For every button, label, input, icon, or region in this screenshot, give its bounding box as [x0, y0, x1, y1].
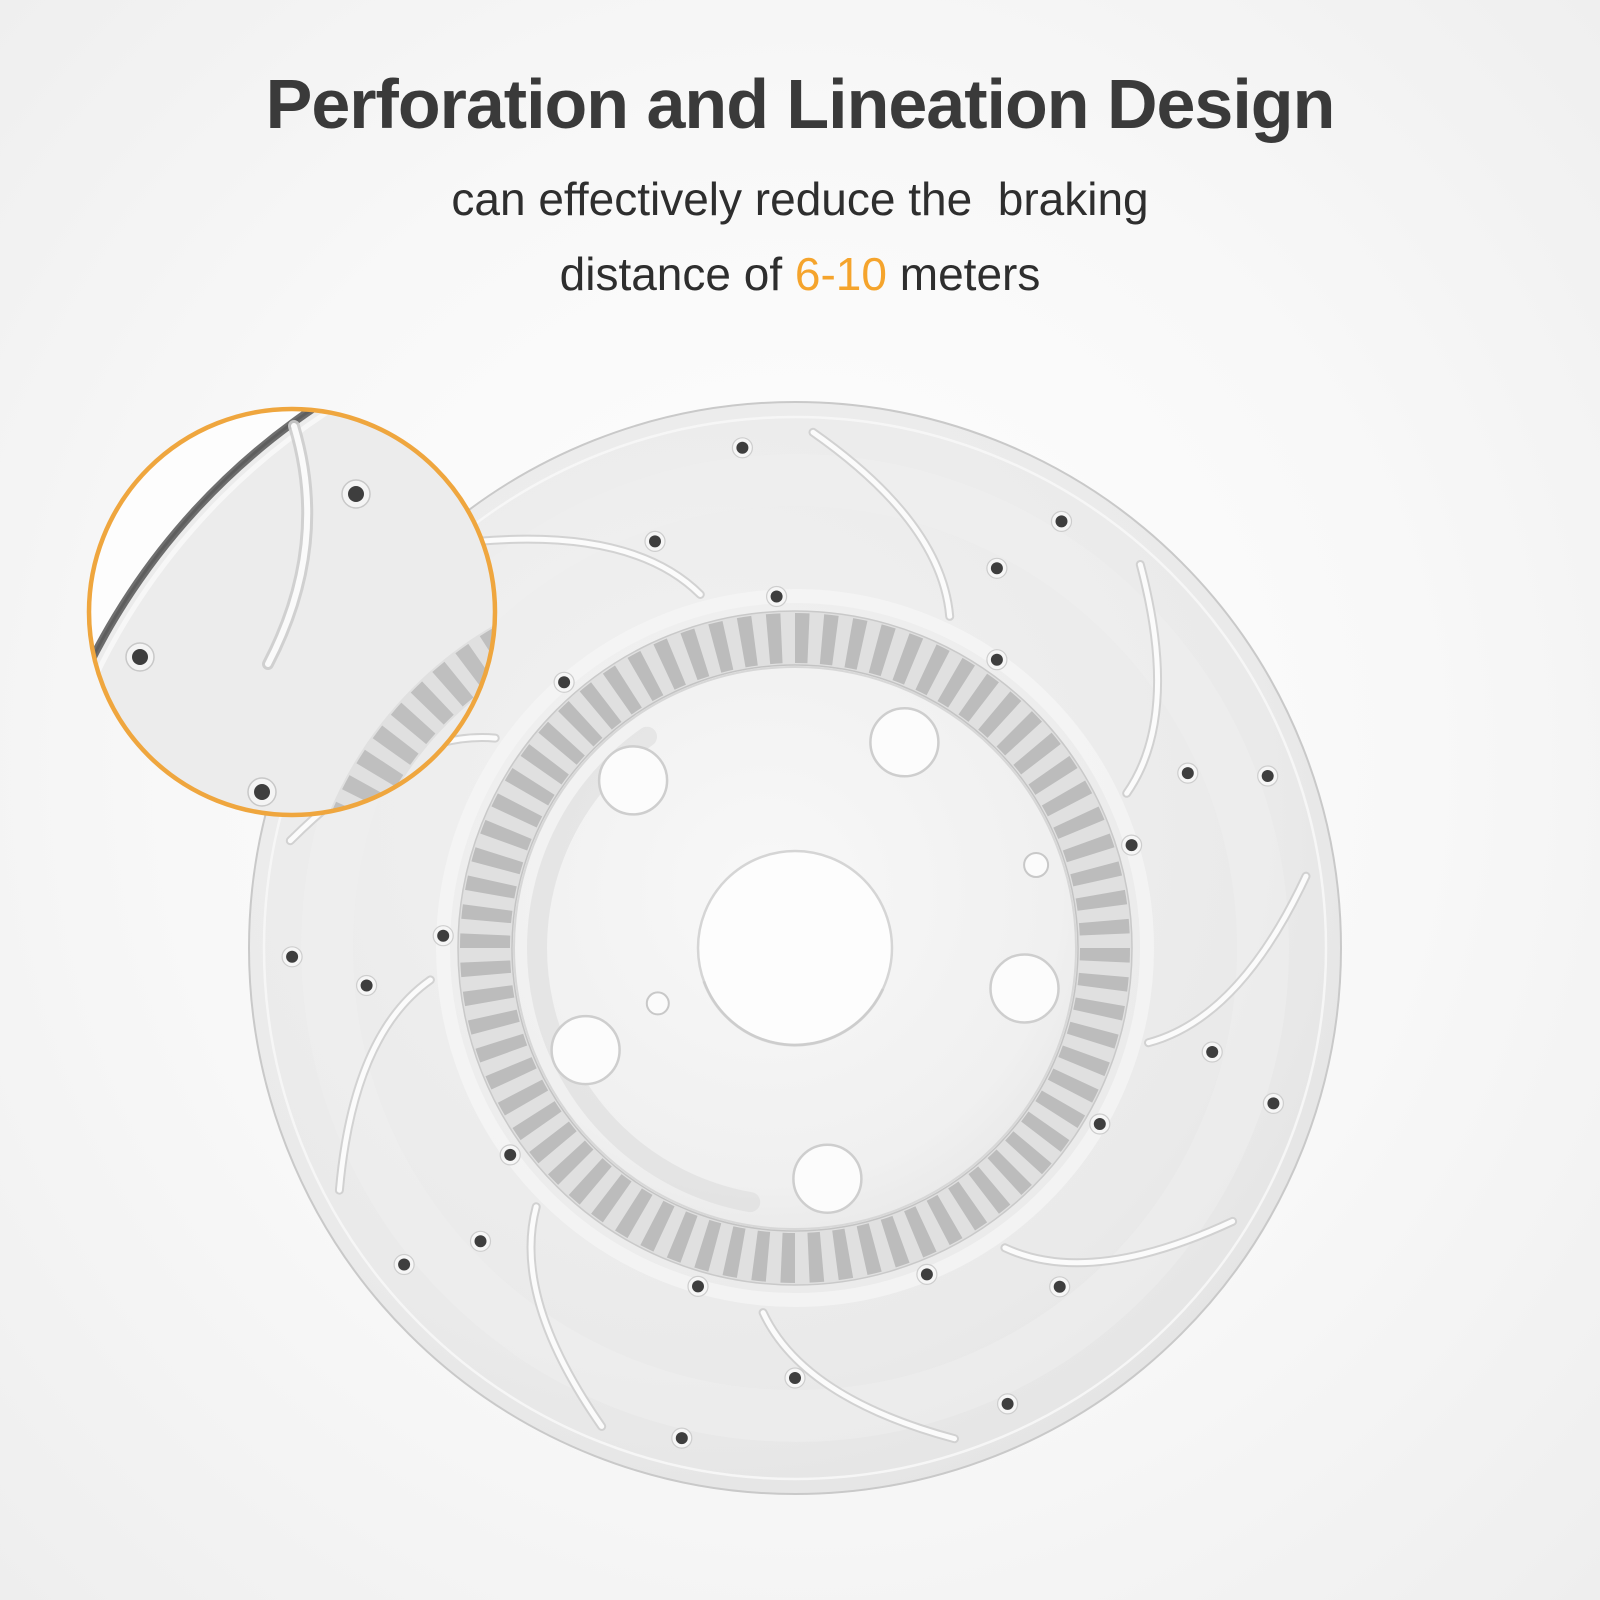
pin-hole — [645, 991, 670, 1016]
magnifier-rotor-edge — [89, 409, 495, 815]
pin-hole — [1023, 852, 1050, 878]
subtitle-line-2: distance of 6-10 meters — [0, 237, 1600, 312]
subtitle-line-1: can effectively reduce the braking — [451, 173, 1149, 225]
page-title: Perforation and Lineation Design — [265, 65, 1336, 143]
brake-rotor — [248, 401, 1342, 1495]
bolt-holes — [550, 707, 1060, 1214]
magnifier-ring — [86, 406, 498, 818]
subtitle-line2-suffix: meters — [886, 247, 1041, 300]
header: Perforation and Lineation Design can eff… — [0, 64, 1600, 311]
subtitle-line2-prefix: distance of — [559, 247, 795, 300]
abs-tone-ring — [457, 610, 1133, 1286]
drilled-holes — [281, 437, 1284, 1449]
subtitle-highlight: 6-10 — [794, 247, 887, 300]
magnifier — [86, 406, 498, 818]
